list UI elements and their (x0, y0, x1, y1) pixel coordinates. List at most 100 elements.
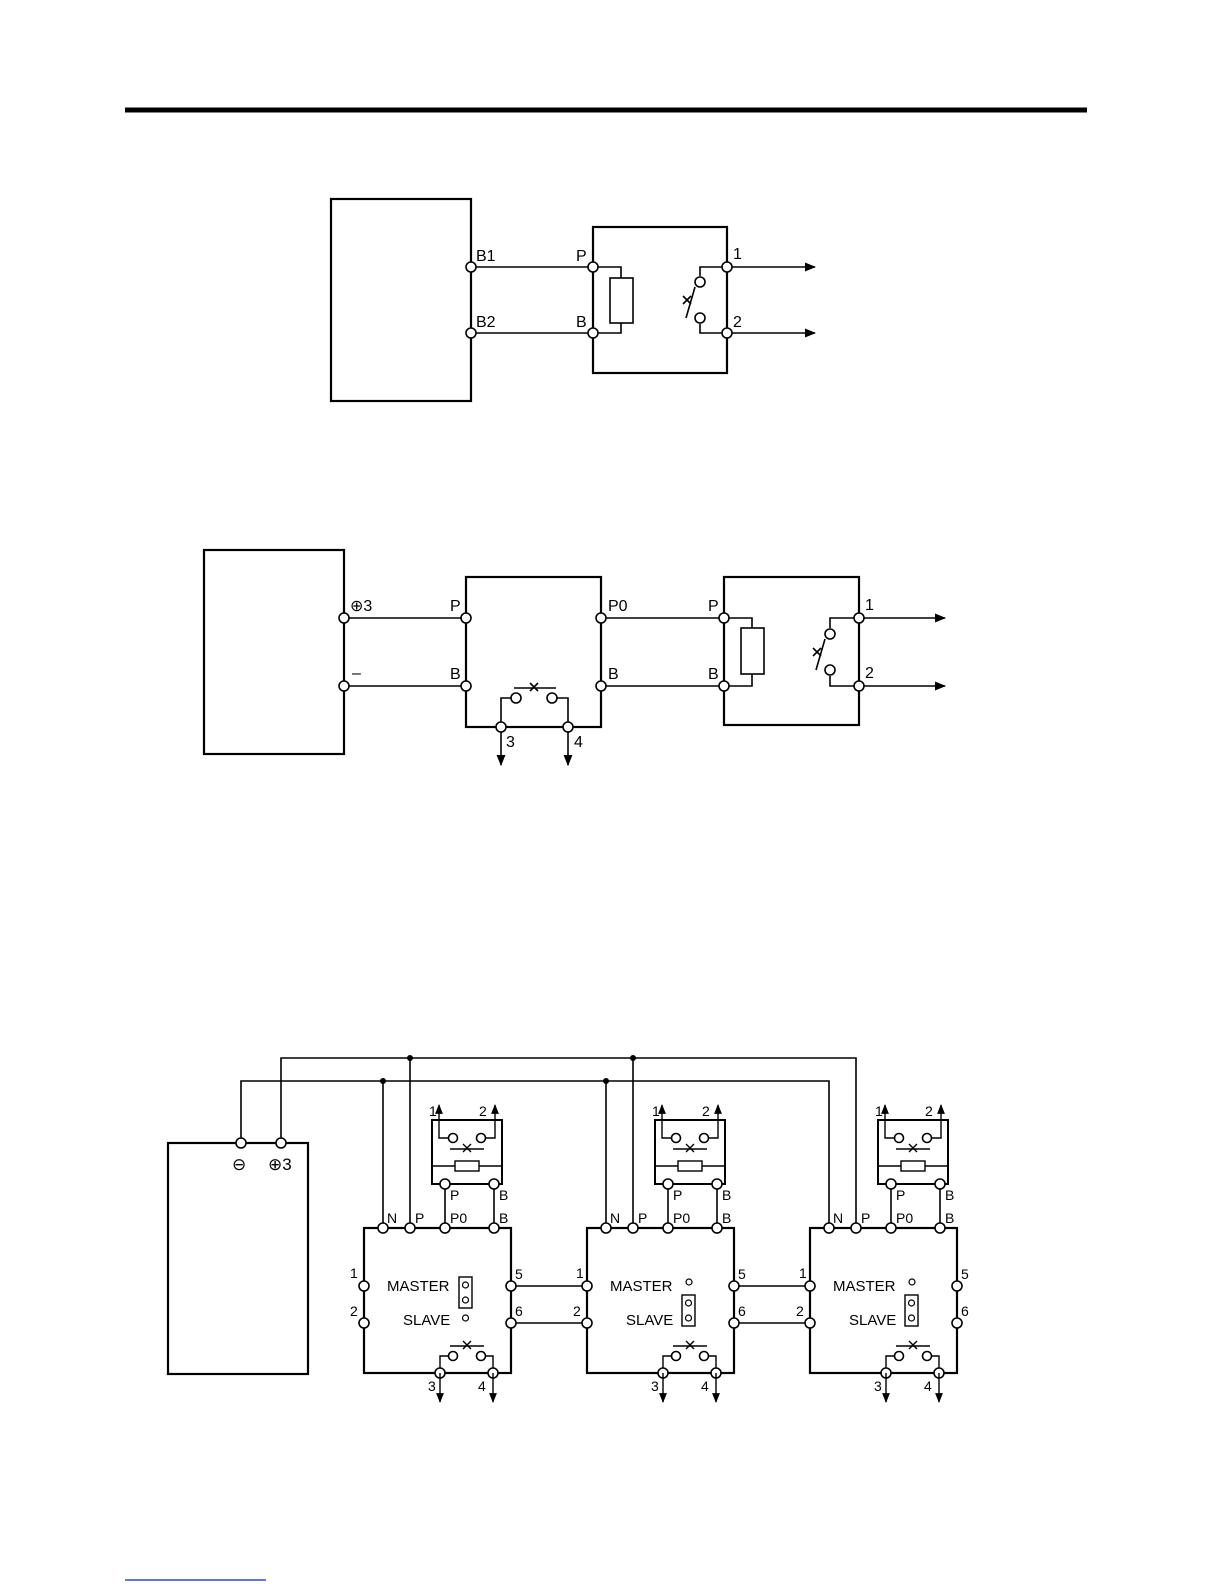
terminal-6 (952, 1318, 962, 1328)
switch-x-mark (813, 648, 821, 656)
label-1: 1 (350, 1265, 358, 1281)
terminal-p (851, 1223, 861, 1233)
terminal-2 (582, 1318, 592, 1328)
label-slave: SLAVE (849, 1312, 896, 1329)
resistor-unit (878, 1120, 948, 1184)
terminal-p (461, 613, 471, 623)
braking-unit (466, 577, 601, 727)
terminal-b (588, 328, 598, 338)
terminal-p0 (596, 613, 606, 623)
label-b: B (722, 1210, 731, 1226)
terminal-2 (805, 1318, 815, 1328)
terminal-p (628, 1223, 638, 1233)
terminal-b1 (466, 262, 476, 272)
diagram-2: ⊕3 – P B P0 B 3 4 P B 1 2 (204, 550, 945, 765)
label-n: N (387, 1210, 397, 1226)
label-res-2: 2 (702, 1103, 710, 1119)
jumper-pin-master (686, 1279, 692, 1285)
label-1: 1 (799, 1265, 807, 1281)
resistor-symbol (741, 628, 764, 674)
label-b1: B1 (476, 248, 496, 265)
junction-dot (407, 1055, 413, 1061)
label-2: 2 (573, 1303, 581, 1319)
terminal-b (712, 1223, 722, 1233)
terminal-b-out (596, 681, 606, 691)
label-b: B (499, 1210, 508, 1226)
label-res-b: B (499, 1187, 508, 1203)
terminal-b (935, 1223, 945, 1233)
label-2: 2 (733, 314, 742, 331)
label-6: 6 (738, 1303, 746, 1319)
label-p0: P0 (673, 1210, 690, 1226)
junction-dot (603, 1078, 609, 1084)
inverter-block (168, 1143, 308, 1374)
terminal-resistor-2 (854, 681, 864, 691)
label-b: B (576, 314, 587, 331)
switch-x-mark (686, 1144, 694, 1152)
label-resistor-1: 1 (865, 597, 874, 614)
terminal-resistor-p (719, 613, 729, 623)
terminal-5 (952, 1281, 962, 1291)
label-1: 1 (733, 246, 742, 263)
label-4: 4 (701, 1378, 709, 1394)
label-res-p: P (673, 1187, 682, 1203)
label-p: P (638, 1210, 647, 1226)
junction-dot (380, 1078, 386, 1084)
label-source-plus3: ⊕3 (268, 1155, 292, 1174)
label-minus: – (352, 665, 361, 682)
terminal-1 (805, 1281, 815, 1291)
terminal-2 (722, 328, 732, 338)
terminal-res-b (489, 1179, 499, 1189)
jumper-pin-master (909, 1279, 915, 1285)
label-master: MASTER (833, 1278, 896, 1295)
braking-resistor-unit (593, 227, 727, 373)
label-b-out: B (608, 666, 619, 683)
diagram-3: ⊖ ⊕3 (168, 1055, 969, 1402)
switch-x-mark (686, 1341, 694, 1349)
label-1: 1 (576, 1265, 584, 1281)
label-res-1: 1 (875, 1103, 883, 1119)
terminal-p (405, 1223, 415, 1233)
label-b: B (450, 666, 461, 683)
label-6: 6 (515, 1303, 523, 1319)
resistor-symbol (455, 1161, 479, 1171)
label-p: P (415, 1210, 424, 1226)
switch-x-mark (909, 1144, 917, 1152)
label-2: 2 (350, 1303, 358, 1319)
inverter-block (331, 199, 471, 401)
label-res-p: P (896, 1187, 905, 1203)
diagram-1: B1 B2 P B 1 2 (331, 199, 815, 401)
terminal-p0 (886, 1223, 896, 1233)
junction-dot (630, 1055, 636, 1061)
resistor-unit (655, 1120, 725, 1184)
label-source-minus: ⊖ (232, 1155, 246, 1174)
label-3: 3 (506, 734, 515, 751)
label-2: 2 (796, 1303, 804, 1319)
terminal-b (489, 1223, 499, 1233)
label-4: 4 (478, 1378, 486, 1394)
label-res-b: B (945, 1187, 954, 1203)
terminal-1 (722, 262, 732, 272)
switch-x-mark (909, 1341, 917, 1349)
label-res-b: B (722, 1187, 731, 1203)
label-master: MASTER (610, 1278, 673, 1295)
label-res-p: P (450, 1187, 459, 1203)
terminal-resistor-b (719, 681, 729, 691)
terminal-5 (729, 1281, 739, 1291)
terminal-4 (563, 722, 573, 732)
terminal-b2 (466, 328, 476, 338)
terminal-minus (339, 681, 349, 691)
label-resistor-p: P (708, 598, 719, 615)
terminal-5 (506, 1281, 516, 1291)
label-p0: P0 (608, 598, 628, 615)
label-b: B (945, 1210, 954, 1226)
label-p: P (450, 598, 461, 615)
label-resistor-2: 2 (865, 665, 874, 682)
label-p: P (861, 1210, 870, 1226)
terminal-plus3 (339, 613, 349, 623)
label-p0: P0 (896, 1210, 913, 1226)
label-slave: SLAVE (626, 1312, 673, 1329)
label-res-1: 1 (429, 1103, 437, 1119)
terminal-p (588, 262, 598, 272)
